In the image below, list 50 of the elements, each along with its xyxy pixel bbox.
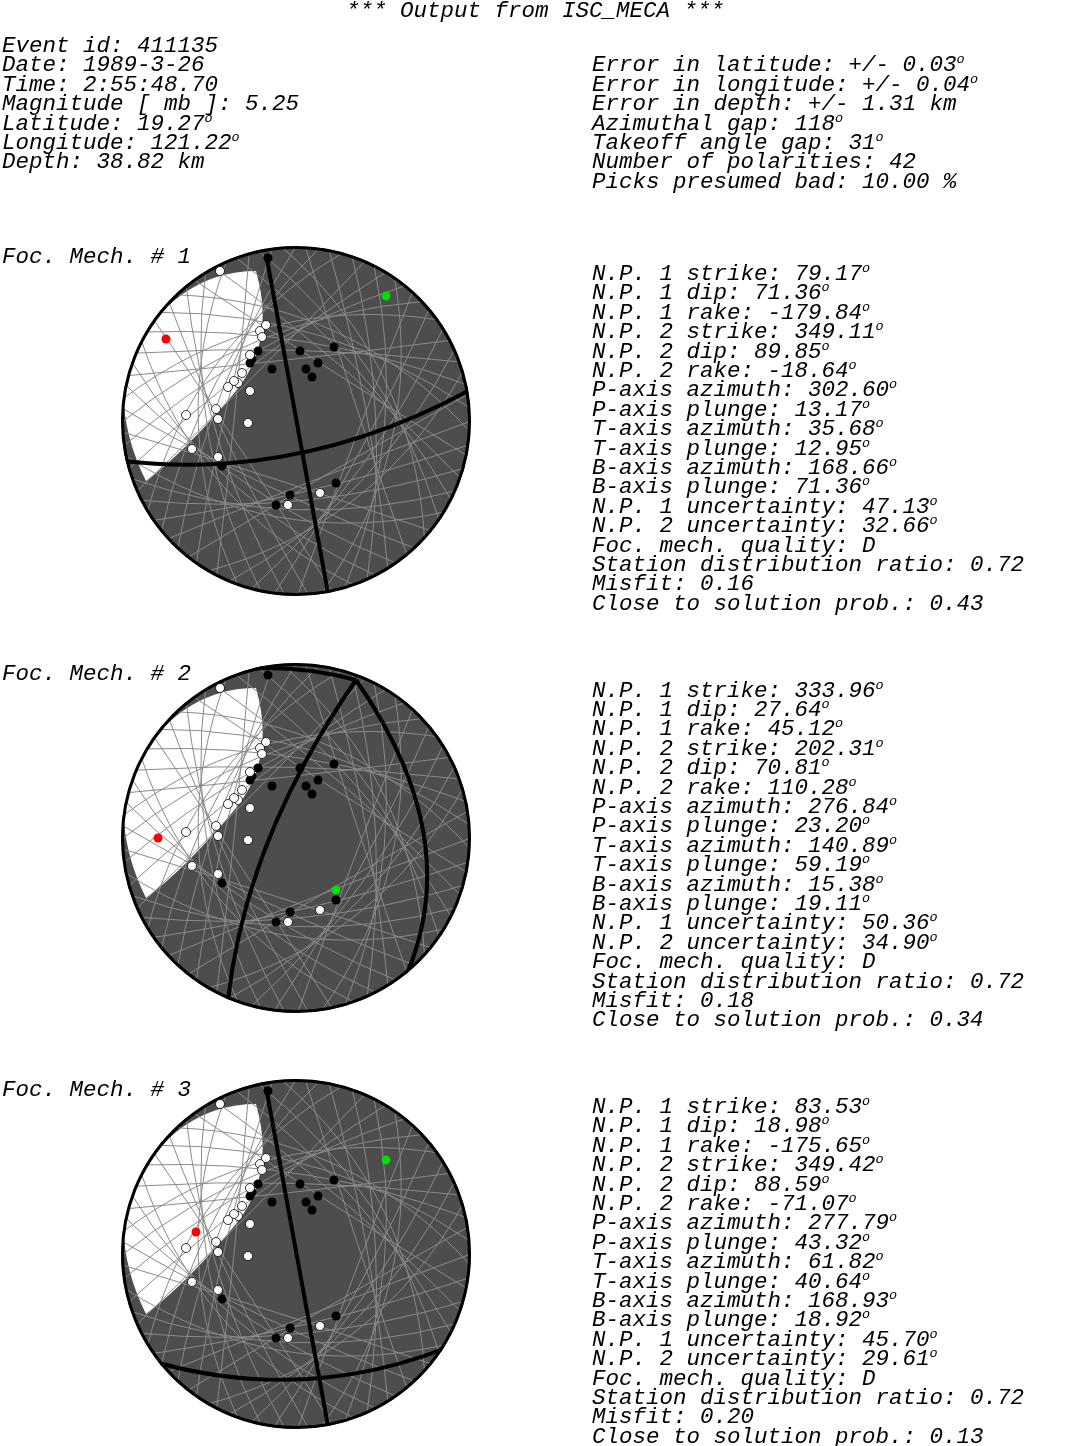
mechanism-parameter-line: N.P. 2 dip: 70.81$^{o}$ [592, 759, 830, 779]
event-info-line: Latitude: 19.27$^{o}$ [2, 114, 213, 134]
mechanism-heading: Foc. Mech. # 3 [2, 1081, 192, 1101]
mechanism-heading: Foc. Mech. # 1 [2, 248, 192, 268]
mechanism-parameter-line: N.P. 1 dip: 18.98$^{o}$ [592, 1117, 830, 1137]
mechanism-parameter-line: Misfit: 0.20 [592, 1408, 755, 1428]
mechanism-parameter-line: T-axis plunge: 40.64$^{o}$ [592, 1272, 871, 1292]
mechanism-parameter-line: N.P. 1 uncertainty: 47.13$^{o}$ [592, 497, 938, 518]
event-info-line: Depth: 38.82 km [2, 153, 205, 173]
error-info-line: Error in depth: +/- 1.31 km [592, 95, 957, 115]
mechanism-parameter-line: P-axis azimuth: 277.79$^{o}$ [592, 1214, 898, 1234]
mechanism-parameter-line: B-axis plunge: 71.36$^{o}$ [592, 478, 871, 498]
mechanism-parameter-line: N.P. 2 strike: 349.42$^{o}$ [592, 1156, 884, 1176]
mechanism-parameter-line: Foc. mech. quality: D [592, 1369, 876, 1389]
mechanism-parameter-line: N.P. 1 rake: 45.12$^{o}$ [592, 720, 844, 740]
mechanism-parameter-line: N.P. 1 uncertainty: 45.70$^{o}$ [592, 1330, 938, 1351]
page-title: *** Output from ISC_MECA *** [346, 2, 725, 22]
mechanism-parameter-line: N.P. 1 uncertainty: 50.36$^{o}$ [592, 914, 938, 934]
mechanism-parameter-line: T-axis azimuth: 61.82$^{o}$ [592, 1253, 884, 1273]
mechanism-parameter-line: P-axis azimuth: 302.60$^{o}$ [592, 381, 898, 401]
mechanism-parameter-line: Station distribution ratio: 0.72 [592, 972, 1025, 992]
mechanism-parameter-line: Close to solution prob.: 0.34 [592, 1011, 984, 1031]
mechanism-parameter-line: Foc. mech. quality: D [592, 953, 876, 973]
mechanism-parameter-line: N.P. 2 dip: 89.85$^{o}$ [592, 342, 830, 362]
mechanism-parameter-line: T-axis plunge: 12.95$^{o}$ [592, 439, 871, 459]
mechanism-parameter-line: Misfit: 0.16 [592, 575, 755, 595]
mechanism-parameter-line: B-axis plunge: 18.92$^{o}$ [592, 1311, 871, 1331]
mechanism-parameter-line: N.P. 2 uncertainty: 32.66$^{o}$ [592, 517, 938, 537]
mechanism-heading: Foc. Mech. # 2 [2, 664, 192, 684]
mechanism-parameter-line: N.P. 2 strike: 349.11$^{o}$ [592, 323, 884, 343]
mechanism-parameter-line: N.P. 2 uncertainty: 34.90$^{o}$ [592, 933, 938, 954]
mechanism-parameter-line: N.P. 2 dip: 88.59$^{o}$ [592, 1175, 830, 1195]
mechanism-parameter-line: N.P. 1 dip: 71.36$^{o}$ [592, 284, 830, 304]
event-info-line: Magnitude [ mb ]: 5.25 [2, 95, 300, 115]
mechanism-parameter-line: P-axis plunge: 23.20$^{o}$ [592, 817, 871, 837]
mechanism-parameter-line: T-axis plunge: 59.19$^{o}$ [592, 856, 871, 876]
mechanism-parameter-line: T-axis azimuth: 35.68$^{o}$ [592, 420, 884, 440]
event-info-line: Event id: 411135 [2, 37, 219, 57]
mechanism-parameter-line: N.P. 2 rake: 110.28$^{o}$ [592, 778, 857, 798]
error-info-line: Picks presumed bad: 10.00 % [592, 172, 957, 193]
error-info-line: Error in latitude: +/- 0.03$^{o}$ [592, 56, 965, 76]
error-info-line: Azimuthal gap: 118$^{o}$ [592, 114, 844, 134]
mechanism-parameter-line: N.P. 1 dip: 27.64$^{o}$ [592, 700, 830, 721]
event-info-line: Date: 1989-3-26 [2, 56, 205, 76]
mechanism-parameter-line: N.P. 2 uncertainty: 29.61$^{o}$ [592, 1350, 938, 1370]
mechanism-parameter-line: Close to solution prob.: 0.43 [592, 594, 984, 615]
error-info-line: Number of polarities: 42 [592, 153, 917, 173]
mechanism-parameter-line: N.P. 1 strike: 333.96$^{o}$ [592, 681, 884, 701]
mechanism-parameter-line: Foc. mech. quality: D [592, 536, 876, 556]
mechanism-parameter-line: B-axis azimuth: 15.38$^{o}$ [592, 875, 884, 895]
